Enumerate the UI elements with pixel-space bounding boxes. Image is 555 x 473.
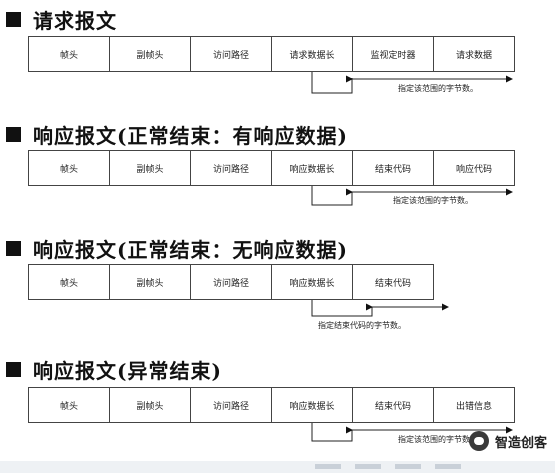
square-bullet-icon (6, 362, 21, 377)
field-sub-header: 副帧头 (109, 264, 191, 300)
section-4-range-note: 指定该范围的字节数。 (398, 435, 478, 444)
field-error-info: 出错信息 (433, 387, 515, 423)
field-sub-header: 副帧头 (109, 387, 191, 423)
section-4-heading: 响应报文(异常结束) (6, 355, 222, 384)
field-frame-header: 帧头 (28, 387, 110, 423)
field-response-code: 响应代码 (433, 150, 515, 186)
section-4-title: 响应报文(异常结束) (33, 359, 222, 383)
field-response-data-length: 响应数据长 (271, 264, 353, 300)
field-sub-header: 副帧头 (109, 36, 191, 72)
watermark-text: 智造创客 (494, 435, 547, 451)
square-bullet-icon (6, 12, 21, 27)
section-2-range-note: 指定该范围的字节数。 (393, 196, 473, 205)
length-connector (311, 300, 373, 317)
field-monitor-timer: 监视定时器 (352, 36, 434, 72)
length-connector (311, 186, 353, 206)
field-response-data-length: 响应数据长 (271, 387, 353, 423)
response-packet-no-data: 帧头 副帧头 访问路径 响应数据长 结束代码 (28, 264, 434, 300)
section-3-title: 响应报文(正常结束：无响应数据) (33, 238, 348, 262)
field-end-code: 结束代码 (352, 264, 434, 300)
section-1-heading: 请求报文 (6, 5, 117, 34)
square-bullet-icon (6, 241, 21, 256)
length-connector (311, 423, 353, 442)
section-1-range-note: 指定该范围的字节数。 (398, 84, 478, 93)
field-access-path: 访问路径 (190, 387, 272, 423)
request-packet: 帧头 副帧头 访问路径 请求数据长 监视定时器 请求数据 (28, 36, 515, 72)
wechat-logo-icon (468, 431, 489, 451)
length-connector (311, 72, 353, 94)
section-1-title: 请求报文 (33, 9, 117, 33)
field-frame-header: 帧头 (28, 264, 110, 300)
field-frame-header: 帧头 (28, 36, 110, 72)
field-request-data: 请求数据 (433, 36, 515, 72)
field-request-data-length: 请求数据长 (271, 36, 353, 72)
section-3-heading: 响应报文(正常结束：无响应数据) (6, 234, 348, 263)
field-frame-header: 帧头 (28, 150, 110, 186)
field-end-code: 结束代码 (352, 387, 434, 423)
watermark: 智造创客 (468, 431, 547, 451)
field-end-code: 结束代码 (352, 150, 434, 186)
section-3-range-note: 指定结束代码的字节数。 (318, 321, 406, 330)
bottom-strip (0, 461, 555, 473)
response-packet-with-data: 帧头 副帧头 访问路径 响应数据长 结束代码 响应代码 (28, 150, 515, 186)
section-2-heading: 响应报文(正常结束：有响应数据) (6, 120, 348, 149)
section-2-title: 响应报文(正常结束：有响应数据) (33, 124, 348, 148)
square-bullet-icon (6, 127, 21, 142)
field-response-data-length: 响应数据长 (271, 150, 353, 186)
response-packet-error: 帧头 副帧头 访问路径 响应数据长 结束代码 出错信息 (28, 387, 515, 423)
